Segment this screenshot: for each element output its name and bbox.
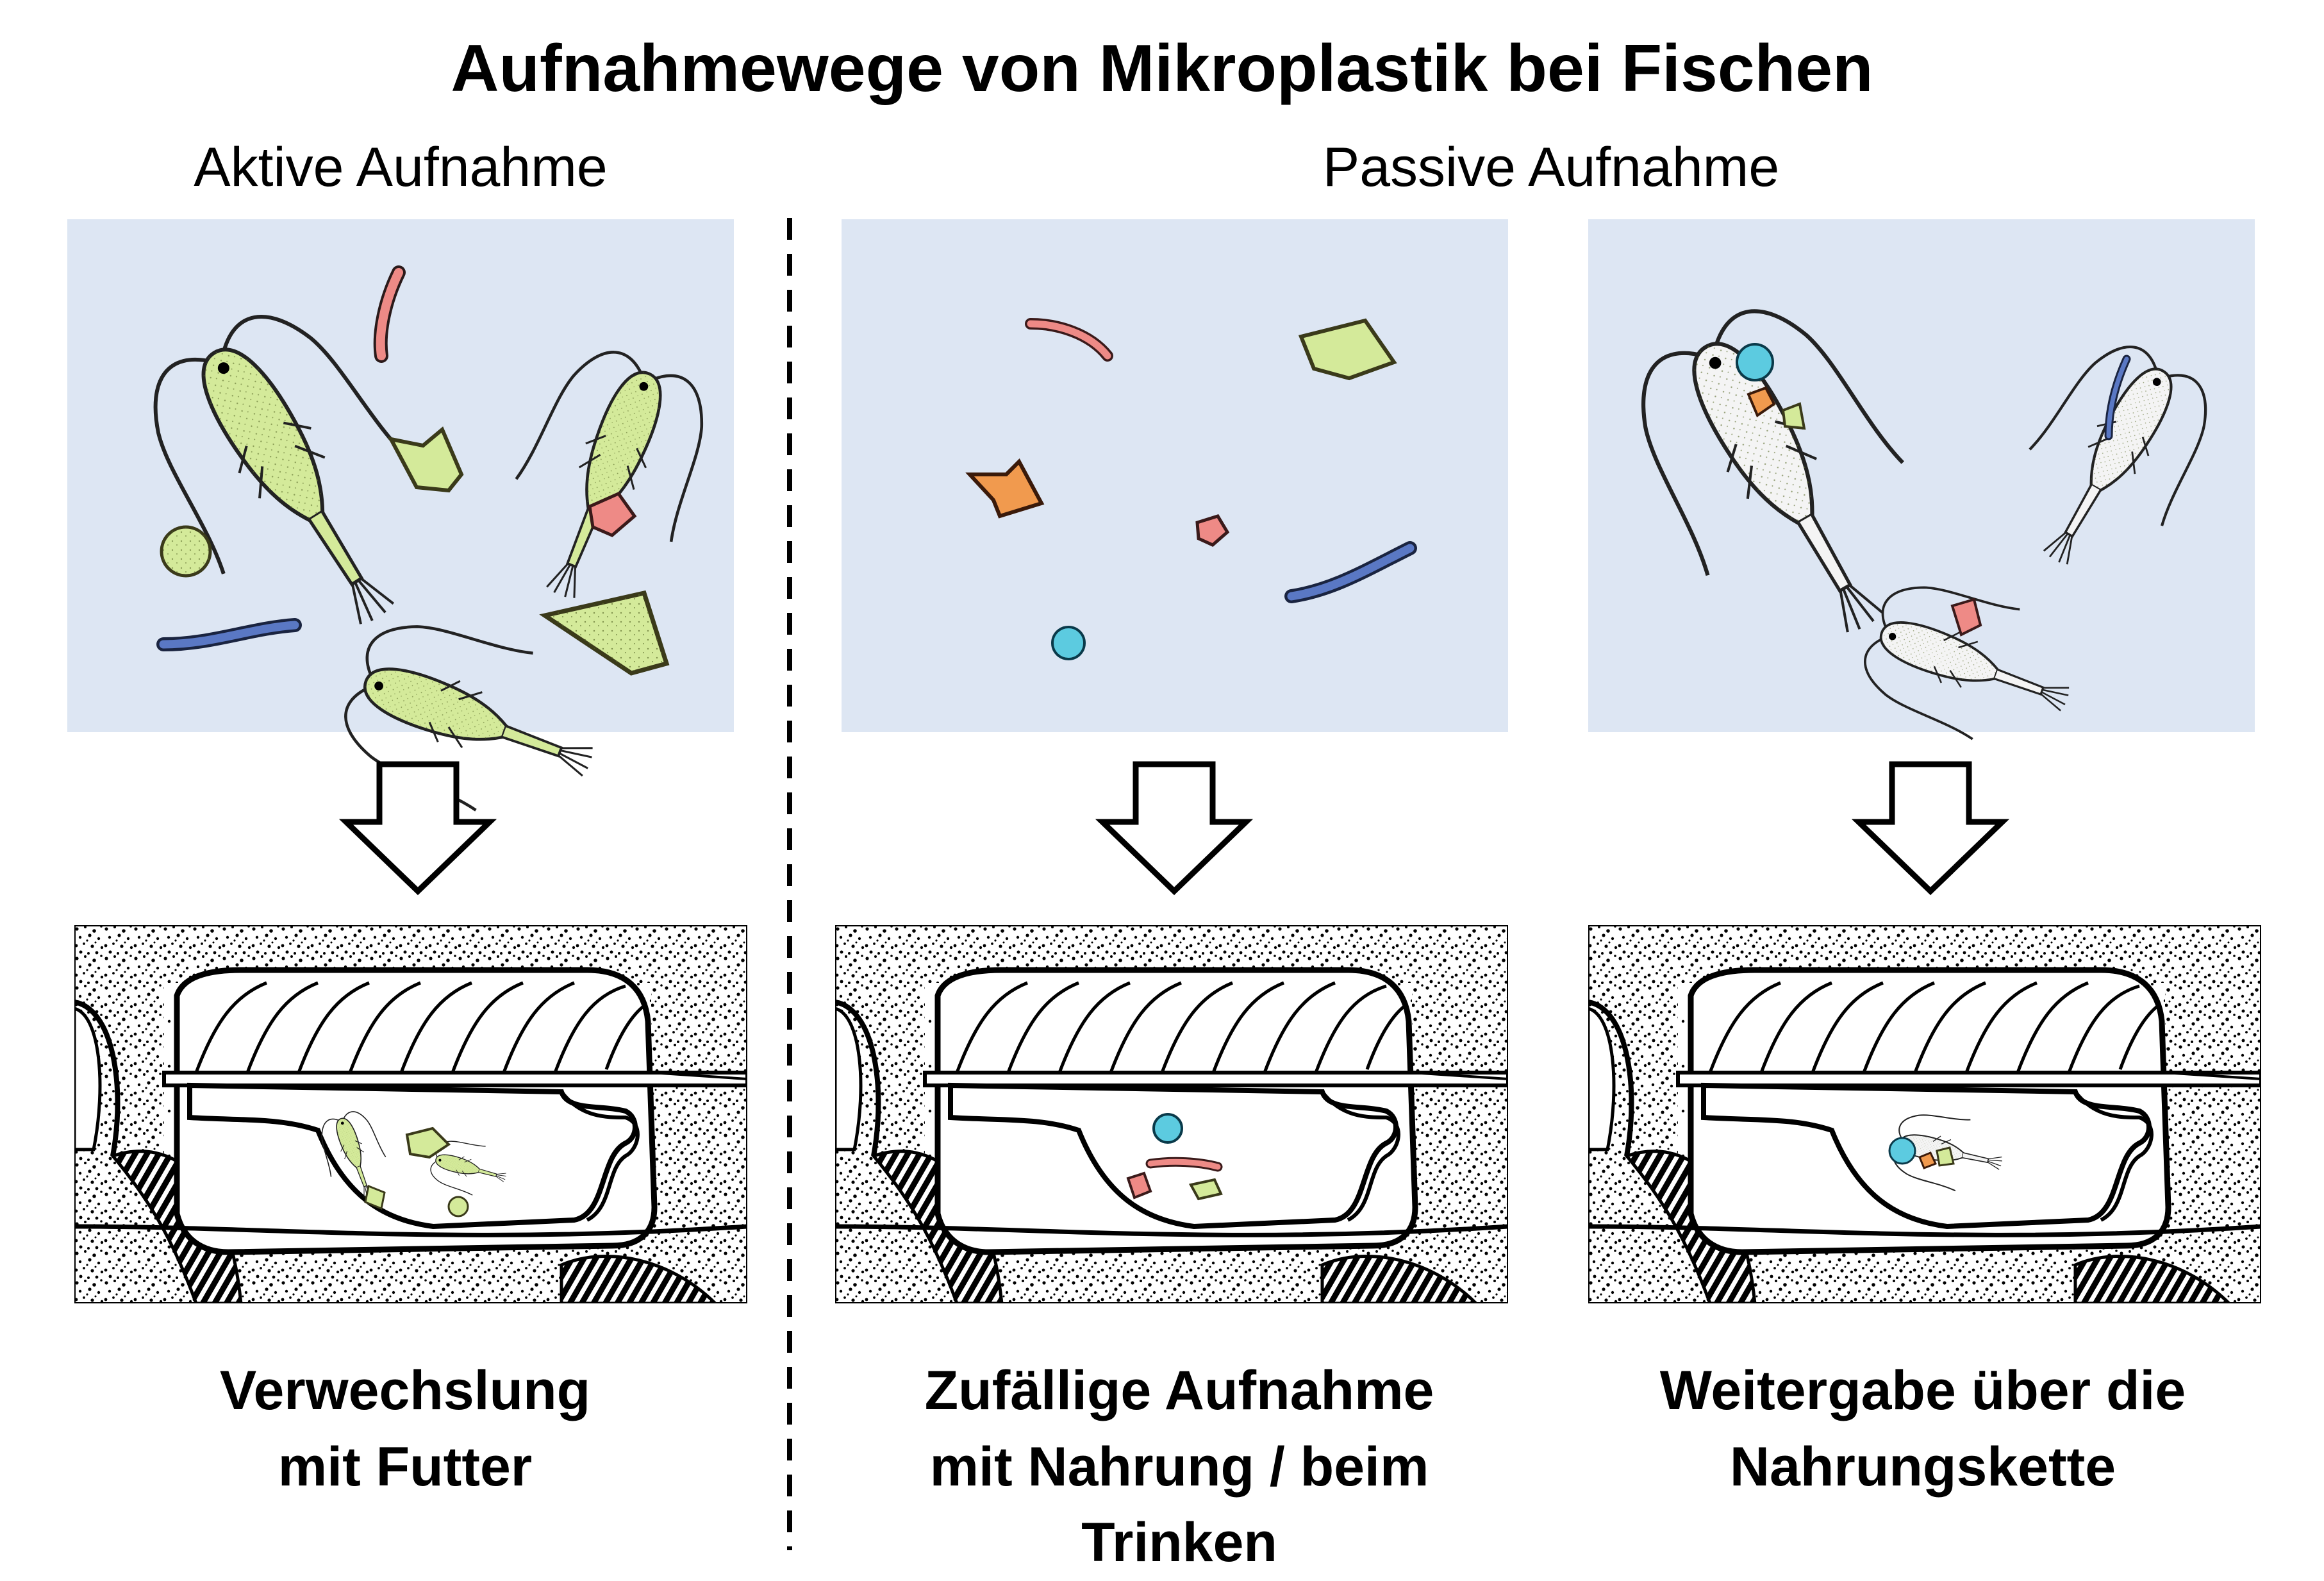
microplastic-fragment-icon <box>387 426 464 493</box>
water-panel-active <box>67 219 734 841</box>
fish-panel-passive-random <box>835 925 1508 1303</box>
microplastic-fragment-icon <box>1298 318 1397 381</box>
microplastic-bead-icon <box>1736 343 1774 381</box>
microplastic-fragment-icon <box>965 458 1045 519</box>
diagram-title: Aufnahmewege von Mikroplastik bei Fische… <box>451 31 1873 106</box>
header-passive-uptake: Passive Aufnahme <box>1322 137 1780 198</box>
caption-confusion-with-food: Verwechslung mit Futter <box>59 1353 751 1505</box>
header-active-uptake: Aktive Aufnahme <box>194 137 608 198</box>
fish-panel-passive-foodchain <box>1588 925 2261 1303</box>
caption-line: Nahrungskette <box>1729 1435 2116 1498</box>
caption-line: Verwechslung <box>219 1360 591 1421</box>
caption-food-chain-transfer: Weitergabe über die Nahrungskette <box>1577 1353 2269 1505</box>
caption-line: mit Nahrung / beim Trinken <box>929 1435 1429 1574</box>
water-panel-passive-foodchain <box>1588 219 2255 766</box>
down-arrow-icon <box>1102 764 1246 891</box>
fish-panel-active <box>74 925 747 1303</box>
fish-cross-section-icon <box>1588 925 2261 1303</box>
caption-accidental-uptake: Zufällige Aufnahme mit Nahrung / beim Tr… <box>827 1353 1532 1581</box>
down-arrow-icon <box>346 764 490 891</box>
microplastic-fragment-icon <box>1195 514 1230 547</box>
caption-line: mit Futter <box>278 1435 533 1498</box>
caption-line: Zufällige Aufnahme <box>924 1360 1434 1421</box>
microplastic-fragment-icon <box>588 491 637 537</box>
water-panel-passive-random <box>842 219 1508 732</box>
down-arrow-icon <box>1859 764 2002 891</box>
microplastic-bead-icon <box>1051 626 1086 660</box>
caption-line: Weitergabe über die <box>1659 1360 2186 1421</box>
fish-cross-section-icon <box>74 925 747 1303</box>
